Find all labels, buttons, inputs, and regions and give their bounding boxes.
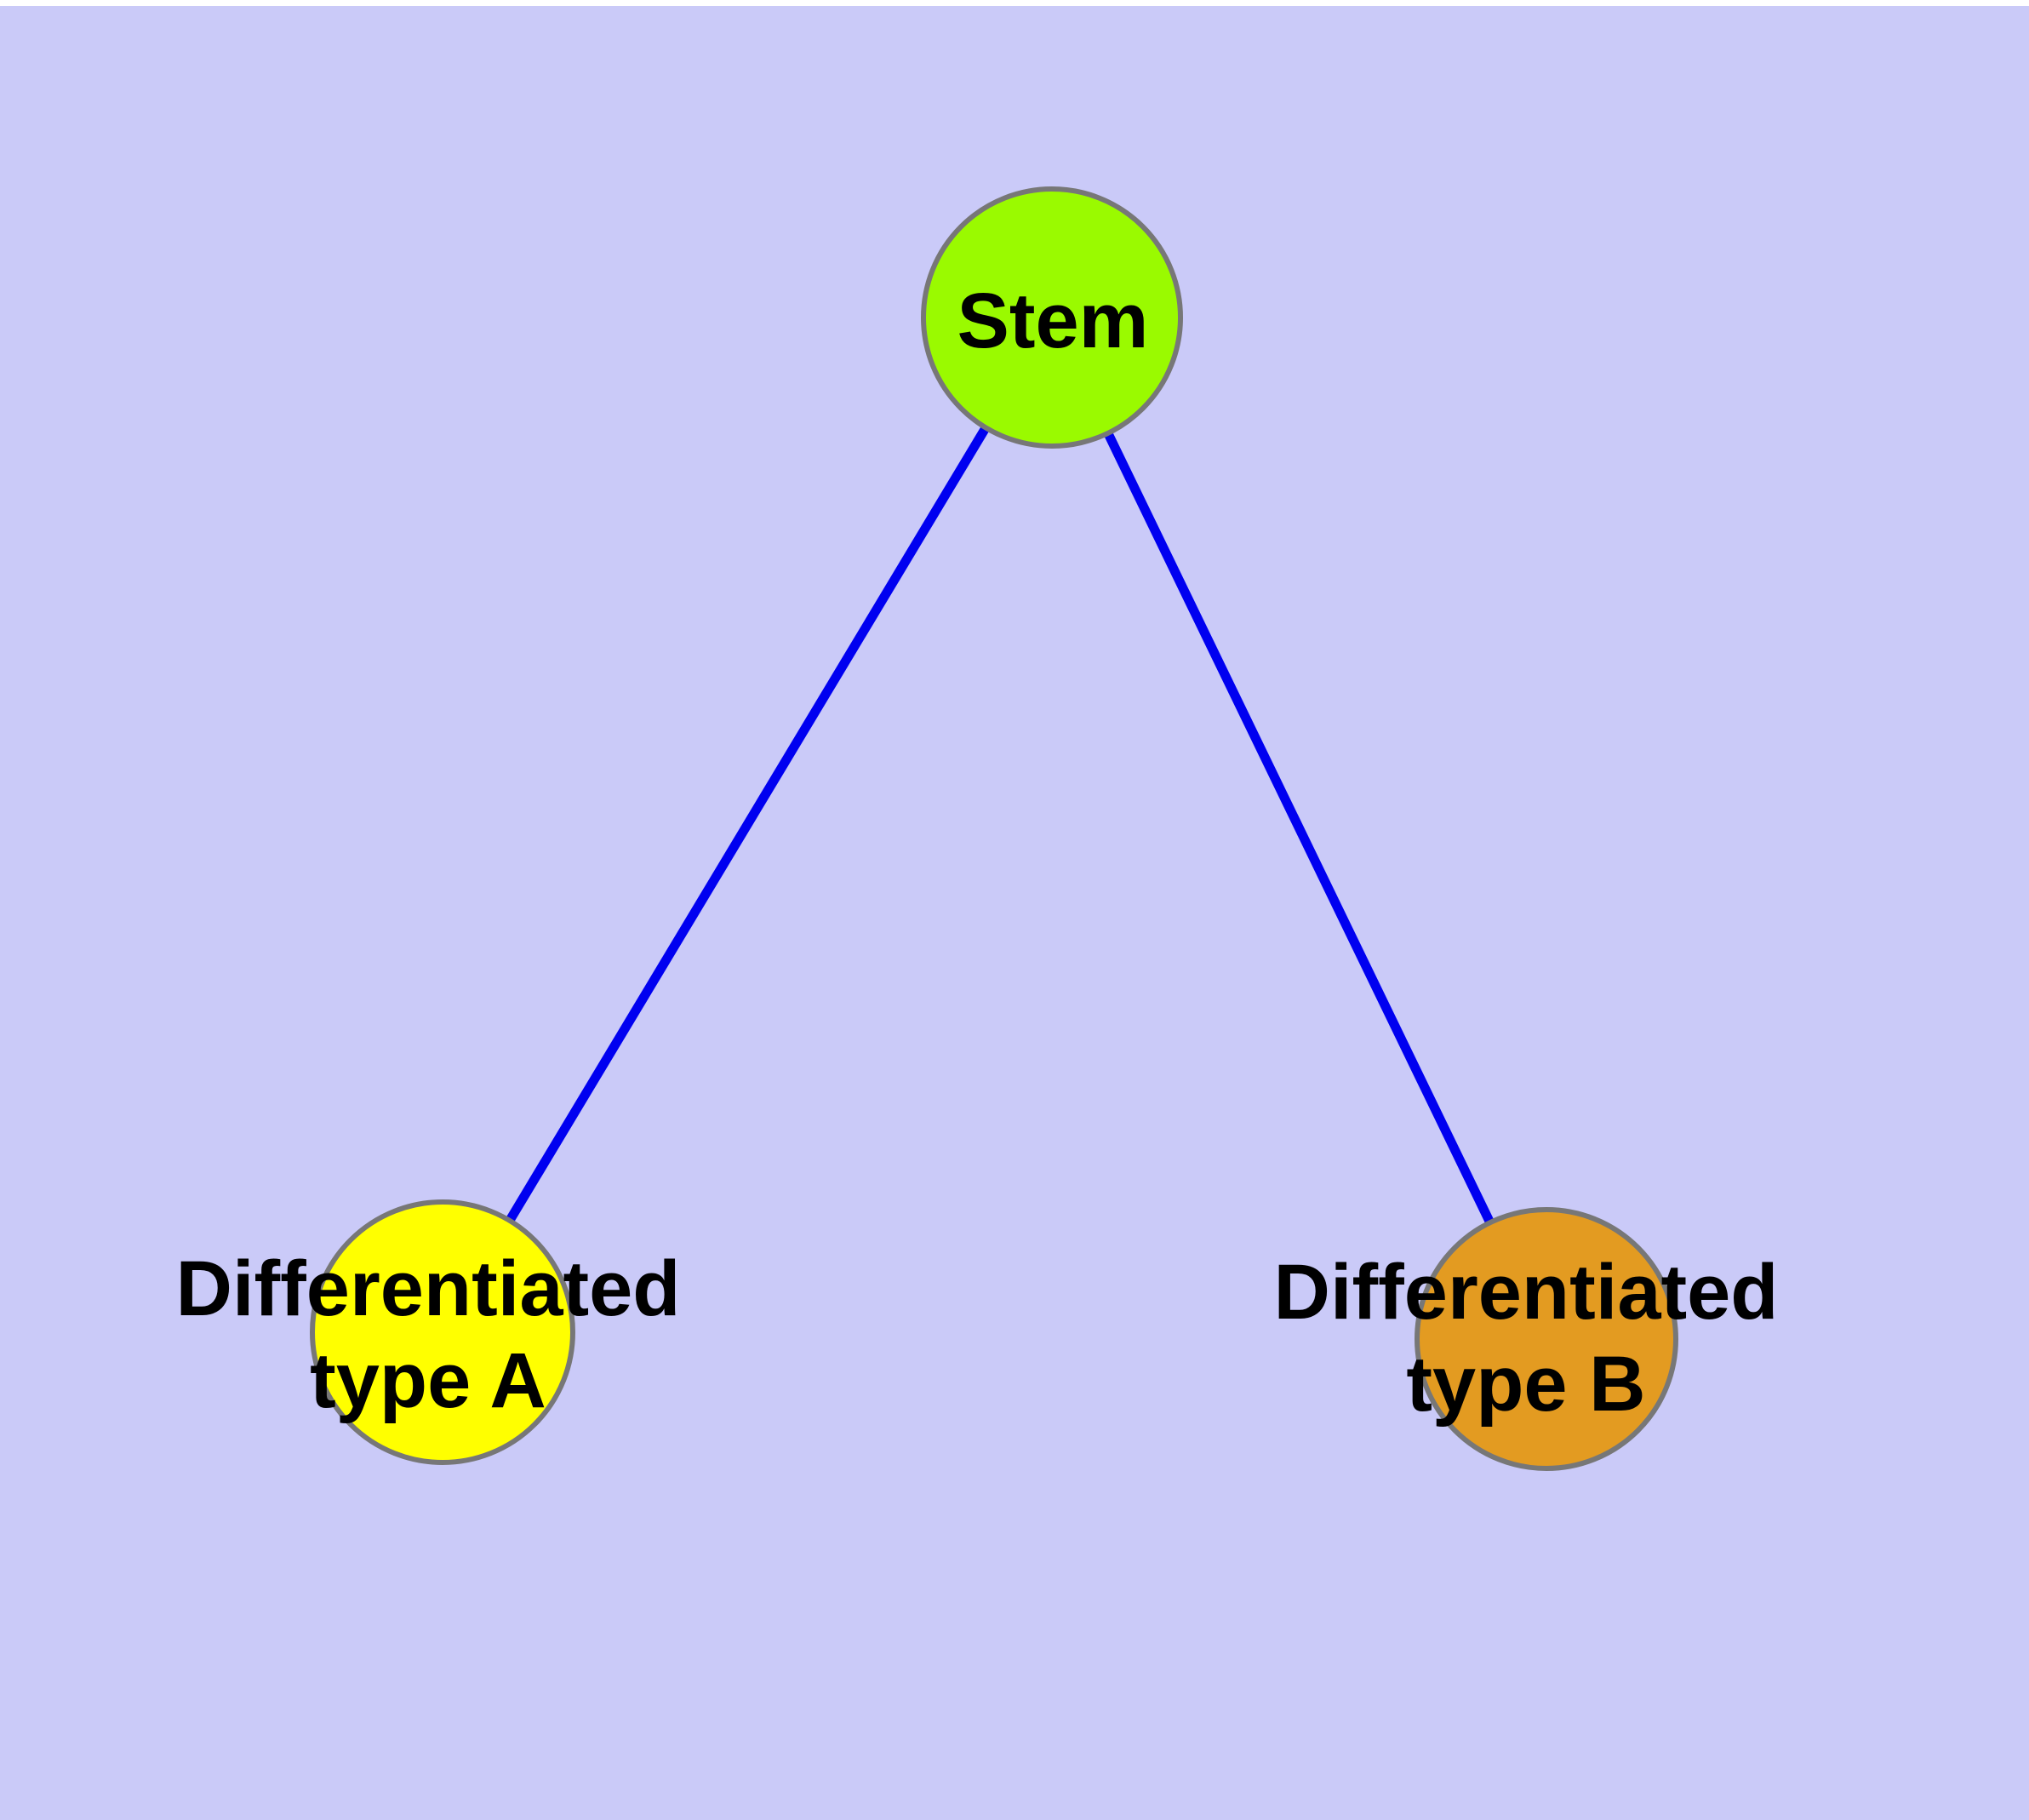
node-stem-label: Stem [957,278,1149,364]
node-stem-label-line: Stem [957,278,1149,364]
node-type-a-label-line: Differentiated [176,1245,681,1332]
node-type-a [310,1199,575,1465]
node-type-b [1415,1207,1678,1471]
node-type-b-label-line: Differentiated [1274,1249,1779,1336]
node-stem [921,186,1183,449]
node-type-a-label-line: type A [310,1337,546,1424]
node-type-b-label-line: type B [1406,1341,1645,1428]
edge-stem-type-a [506,425,990,1223]
edge-stem-type-b [1103,431,1495,1225]
